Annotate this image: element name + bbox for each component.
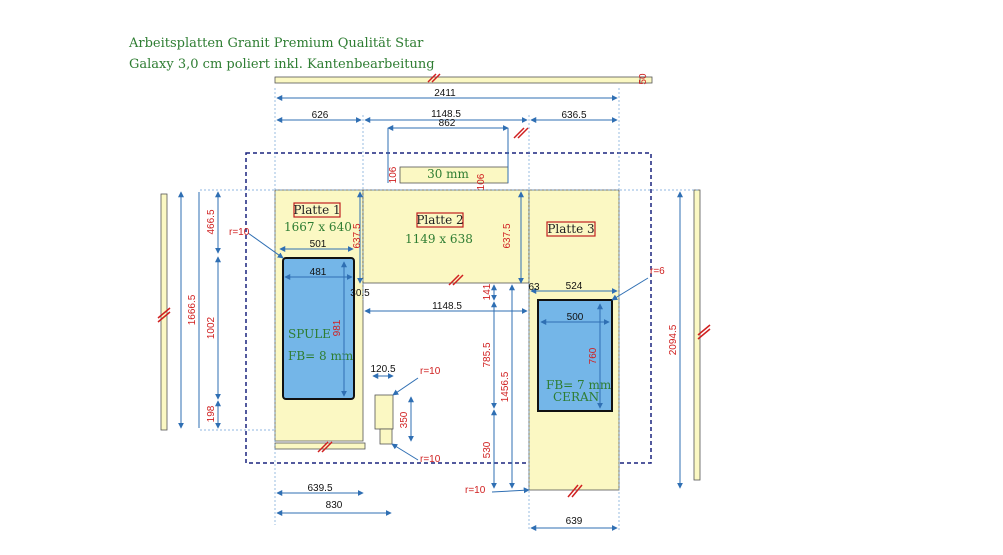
dim-bottom-left-inner: 639.5: [307, 483, 332, 494]
cut-mark-bottom-left: [317, 441, 329, 453]
plate-3-label: Platte 3: [547, 222, 594, 236]
dim-left-total: 1666.5: [187, 294, 198, 325]
dim-mid-depth: 637.5: [502, 223, 513, 248]
dim-bottom-left-outer: 830: [326, 500, 343, 511]
dim-sink-width-outer: 501: [310, 239, 327, 250]
cut-mark-bottom-left-2: [321, 441, 333, 453]
dim-mid-785: 785.5: [482, 342, 493, 367]
plate-1-label: Platte 1: [293, 203, 340, 217]
sink-fb: FB= 8 mm: [288, 349, 354, 363]
cut-mark-left-2: [157, 311, 171, 323]
cut-mark-bottom-right-2: [571, 484, 583, 498]
title-line-2: Galaxy 3,0 cm poliert inkl. Kantenbearbe…: [129, 57, 435, 72]
cut-mark-left: [157, 307, 171, 319]
notch-block: [374, 394, 394, 430]
dim-sink-width: 481: [310, 267, 327, 278]
dim-cook-width-outer: 524: [566, 281, 583, 292]
cut-mark-bottom-right: [567, 484, 579, 498]
radius-cook: r=6: [650, 266, 665, 277]
dim-sink-depth: 981: [332, 319, 343, 336]
dim-top-total: 2411: [434, 88, 456, 99]
dim-left-sink-span: 1002: [206, 316, 217, 339]
cooktop-fb: FB= 7 mm: [546, 378, 612, 392]
dim-top-right: 636.5: [561, 110, 586, 121]
cut-mark-top: [427, 73, 437, 83]
bottom-edge-strip: [274, 442, 366, 450]
cut-mark-right: [697, 324, 711, 336]
plate-2-size: 1149 x 638: [405, 232, 473, 246]
dashed-outline: [245, 152, 652, 464]
dim-left-bottom: 198: [206, 405, 217, 422]
dim-top-left: 626: [312, 110, 329, 121]
dim-left-depth-top: 466.5: [206, 209, 217, 234]
dimension-lines: [178, 88, 700, 531]
top-edge-strip: [274, 76, 648, 84]
cut-mark-mid-2: [452, 274, 464, 286]
sink-cutout: [282, 257, 355, 400]
dim-bottom-right: 639: [566, 516, 583, 527]
dim-sink-offset: 30.5: [350, 288, 370, 299]
notch-block-small: [379, 428, 393, 445]
radius-notch-top: r=10: [420, 366, 441, 377]
cut-mark-right-plate: [513, 127, 525, 139]
dim-mid-141: 141: [482, 283, 493, 300]
plate-1-label-box: [293, 202, 341, 218]
dim-cook-depth: 760: [588, 347, 599, 364]
plate-1-size: 1667 x 640: [284, 220, 352, 234]
dim-mid-span: 1148.5: [432, 301, 462, 312]
radius-corner: r=10: [465, 485, 486, 496]
plate-2-label: Platte 2: [416, 213, 463, 227]
cooktop-name: CERAN: [553, 390, 599, 404]
dim-right-total: 2094.5: [668, 324, 679, 355]
dim-left-depth-top-2: 637.5: [352, 223, 363, 248]
title-line-1: Arbeitsplatten Granit Premium Qualität S…: [128, 36, 424, 51]
dim-top-mid: 1148.5: [431, 109, 461, 120]
dim-top-mid-inner: 862: [439, 118, 456, 129]
dim-notch-w: 120.5: [370, 364, 395, 375]
cut-mark-right-2: [697, 328, 711, 340]
cut-mark-mid: [448, 274, 460, 286]
left-edge-strip: [160, 193, 168, 431]
plate-3-label-box: [546, 221, 596, 237]
cut-mark-top-2: [431, 73, 441, 83]
dim-strip-h-right: 106: [476, 173, 487, 190]
plate-2-label-box: [416, 212, 464, 228]
cut-mark-right-plate-2: [517, 127, 529, 139]
dim-cook-offset: 63: [528, 282, 540, 293]
sink-name: SPULE: [288, 327, 331, 341]
dim-mid-530: 530: [482, 441, 493, 458]
dim-mid-1456: 1456.5: [500, 371, 511, 402]
radius-sink: r=10: [229, 227, 250, 238]
dim-cook-width: 500: [567, 312, 584, 323]
dim-notch-h: 350: [399, 411, 410, 428]
dim-strip-end: 50: [638, 73, 649, 85]
dim-strip-h-left: 106: [388, 166, 399, 183]
top-edge-strip-end: [639, 76, 653, 84]
strip-30mm-label: 30 mm: [427, 167, 469, 181]
radius-notch-bottom: r=10: [420, 454, 441, 465]
